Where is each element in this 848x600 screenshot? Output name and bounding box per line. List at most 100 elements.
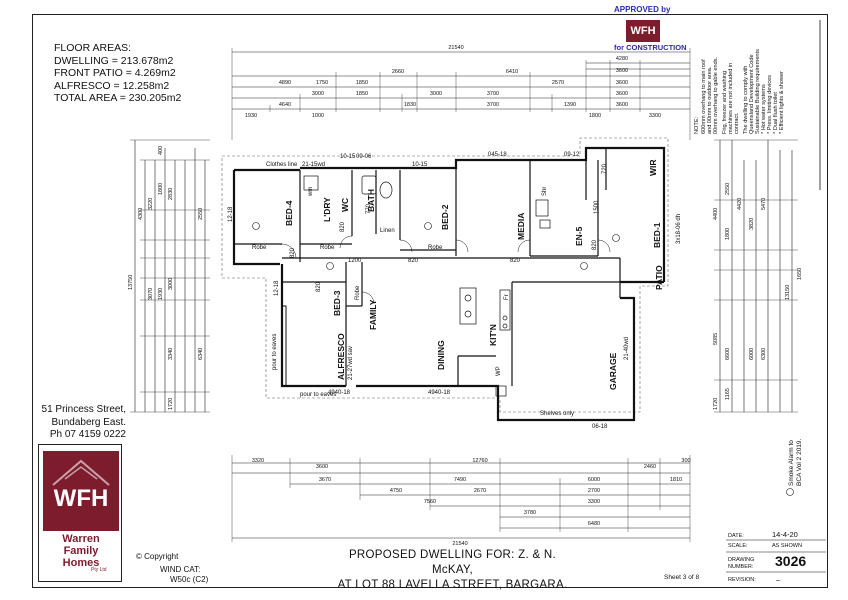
top-dim-13: 3600 (616, 91, 628, 97)
revision-label: REVISION: (728, 577, 756, 583)
right-dim-1: 4400 (713, 208, 719, 220)
bottom-dim-15: 3780 (524, 510, 536, 516)
left-dim-11: 6340 (198, 348, 204, 360)
top-dim-4: 1850 (356, 80, 368, 86)
project-title: PROPOSED DWELLING FOR: Z. & N. McKAY, AT… (330, 548, 575, 593)
left-dim-10: 3340 (168, 348, 174, 360)
note-line: and 00mm to outdoor area. (707, 66, 713, 134)
top-dim-16: 1830 (404, 102, 416, 108)
note-line: * Hot water systems (761, 84, 767, 134)
smoke-alarm-note-text: Smoke Alarm to (788, 440, 795, 486)
note-heading: NOTE: (694, 116, 700, 134)
sheet-border (32, 14, 828, 588)
linen-label: Linen (380, 228, 395, 234)
wall-label: 21-27wd sav (348, 346, 354, 380)
fixtures (303, 175, 551, 397)
address-line-2: Bundaberg East. (51, 416, 127, 428)
top-dim-2: 3000 (312, 91, 324, 97)
left-dim-12: 1720 (168, 398, 174, 410)
house-roof-icon (52, 459, 110, 486)
company-address: 51 Princess Street, Bundaberg East. Ph 0… (40, 404, 126, 442)
top-dimension-values: 21540 4890 3000 1750 1850 2660 6410 3600… (245, 45, 661, 119)
hot-water-unit (495, 385, 507, 397)
scale-label: SCALE: (728, 543, 748, 549)
bottom-dim-4: 2460 (644, 464, 656, 470)
title-block-lines (726, 539, 826, 573)
robe-label: Robe (428, 245, 443, 251)
wall-label: 09-06 (356, 154, 372, 160)
logo-pty: Pty Ltd (91, 567, 107, 573)
bottom-dim-10: 4750 (390, 488, 402, 494)
alfresco-area: ALFRESCO = 12.258m2 (54, 79, 170, 92)
wall-label: 820 (408, 258, 419, 264)
note-line: * Press. limiting devices (767, 75, 773, 134)
shelves-label: Shelves only (540, 411, 574, 417)
approved-by-text: APPROVED by (614, 5, 671, 14)
top-dim-3: 1750 (316, 80, 328, 86)
bca-note-text: BCA Vol 2 2019. (796, 438, 803, 486)
wall-label: 10-15 (412, 162, 428, 168)
wall-label: 1500 (594, 200, 600, 214)
top-dim-15: 1000 (312, 113, 324, 119)
robe-label: Robe (252, 245, 267, 251)
wind-value: W50c (C2) (170, 575, 209, 584)
right-dim-4: 4420 (737, 198, 743, 210)
logo-background (43, 451, 119, 531)
bottom-dim-1: 3320 (252, 458, 264, 464)
sheet-number: Sheet 3 of 8 (664, 574, 700, 581)
total-area: TOTAL AREA = 230.205m2 (54, 92, 182, 104)
room-alfresco: ALFRESCO (336, 333, 346, 380)
bottom-dim-3: 12760 (472, 458, 487, 464)
room-bed1: BED-1 (652, 222, 662, 248)
room-kitn: KIT'N (488, 324, 498, 346)
left-dim-3: 3220 (148, 198, 154, 210)
date-value: 14-4-20 (772, 530, 798, 539)
top-dim-17: 3700 (487, 102, 499, 108)
left-dim-7: 1930 (158, 288, 164, 300)
bottom-dim-5: 300 (681, 458, 690, 464)
room-garage: GARAGE (608, 352, 618, 390)
logo-name-line: Family (63, 545, 99, 557)
right-dim-6: 5470 (761, 198, 767, 210)
fridge-label: Fr (504, 294, 510, 300)
stamp-logo: WFH (626, 20, 660, 42)
internal-walls (234, 148, 621, 386)
robe-label: Robe (320, 245, 335, 251)
top-dim-12: 2570 (552, 80, 564, 86)
bottom-dim-13: 7560 (424, 499, 436, 505)
wall-label: 06-18 (592, 424, 608, 430)
right-dim-12: 6300 (761, 348, 767, 360)
smoke-alarm-icon (612, 234, 620, 242)
toilet-fixture (361, 175, 377, 195)
top-dim-14: 1930 (245, 113, 257, 119)
scale-value: AS SHOWN (772, 543, 802, 549)
room-bath: BATH (366, 189, 376, 212)
dwelling-area: DWELLING = 213.678m2 (54, 54, 174, 67)
left-dim-6: 3070 (148, 288, 154, 300)
wall-label: 720 (602, 163, 608, 174)
top-dim-11: 3700 (487, 91, 499, 97)
wall-label: 820 (316, 281, 322, 292)
copyright-text: © Copyright (136, 552, 179, 561)
top-dim-20: 4280 (616, 56, 628, 62)
for-construction-text: for CONSTRUCTION (614, 43, 687, 52)
wm-label: wm (308, 187, 314, 197)
pour-to-eaves-label: pour to eaves (272, 334, 278, 370)
smoke-alarm-note: Smoke Alarm to BCA Vol 2 2019. (786, 438, 803, 496)
bottom-overall-dim: 21540 (452, 541, 467, 547)
room-family: FAMILY (368, 299, 378, 330)
bottom-dim-8: 6000 (588, 477, 600, 483)
notes-block: NOTE: 600mm overhang to main roof and 00… (694, 49, 785, 134)
bottom-dim-2: 3600 (316, 464, 328, 470)
top-dim-5: 2660 (392, 69, 404, 75)
floor-areas-heading: FLOOR AREAS: (54, 42, 132, 54)
note-line: * Dual flush toilet (773, 92, 779, 134)
smoke-alarm-icon (326, 262, 334, 270)
bottom-dim-12: 2700 (588, 488, 600, 494)
external-walls (232, 146, 666, 422)
right-dim-10: 6600 (725, 348, 731, 360)
top-dim-8: 4640 (279, 102, 291, 108)
right-dim-3: 1800 (725, 228, 731, 240)
project-title-line-1: PROPOSED DWELLING FOR: Z. & N. McKAY, (348, 549, 557, 576)
bottom-dim-6: 3670 (319, 477, 331, 483)
